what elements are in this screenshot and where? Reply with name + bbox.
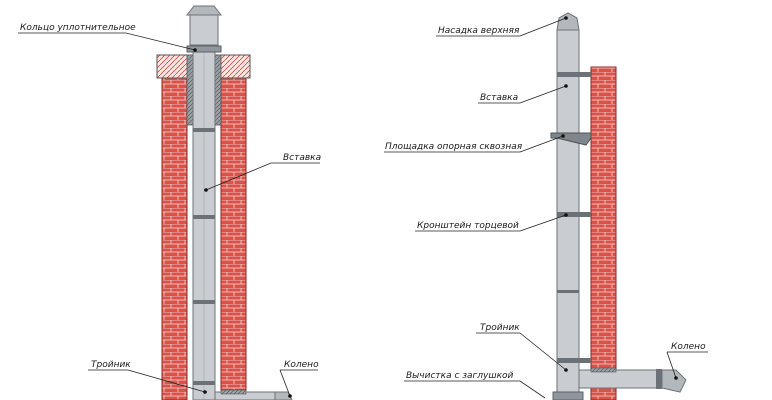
- left-brick-wall-left: [161, 77, 188, 400]
- left-band-4: [193, 381, 215, 385]
- left-label-tee: Тройник: [91, 360, 131, 370]
- right-cleanout: [552, 391, 584, 400]
- right-support-platform: [550, 132, 592, 146]
- left-top-nozzle: [189, 14, 219, 46]
- right-band-1: [557, 72, 591, 77]
- right-band-3: [557, 290, 579, 293]
- right-elbow: [661, 369, 687, 393]
- left-label-sealing-ring: Кольцо уплотнительное: [20, 23, 136, 33]
- right-label-end-bracket: Кронштейн торцевой: [417, 221, 519, 231]
- right-label-platform: Площадка опорная сквозная: [385, 142, 523, 152]
- right-brick-wall: [590, 66, 617, 400]
- right-band-4: [557, 358, 591, 363]
- left-nozzle-cap: [185, 5, 223, 16]
- left-label-elbow: Колено: [284, 360, 319, 370]
- right-label-top-nozzle: Насадка верхняя: [438, 26, 520, 36]
- left-chimney-diagram: Кольцо уплотнительное Вставка Тройник Ко…: [18, 5, 321, 400]
- left-elbow: [274, 391, 293, 400]
- left-band-2: [193, 215, 215, 219]
- right-elbow-joint: [656, 369, 662, 389]
- left-band-3: [193, 300, 215, 304]
- right-label-insert: Вставка: [480, 93, 518, 103]
- right-elbow-pipe: [578, 369, 660, 389]
- right-label-cleanout: Вычистка с заглушкой: [406, 371, 514, 381]
- right-tee-band: [590, 367, 617, 373]
- left-brick-wall-right: [220, 77, 247, 391]
- right-top-nozzle: [556, 12, 580, 31]
- right-label-elbow: Колено: [671, 342, 706, 352]
- left-sealing-ring: [186, 45, 222, 53]
- left-packing-left: [186, 54, 194, 126]
- right-chimney-diagram: Насадка верхняя Вставка Площадка опорная…: [384, 12, 708, 400]
- left-tee-band: [220, 389, 247, 395]
- right-band-2: [557, 212, 591, 217]
- left-packing-right: [214, 54, 222, 126]
- right-label-tee: Тройник: [480, 323, 520, 333]
- left-label-insert: Вставка: [283, 153, 321, 163]
- left-band-1: [193, 128, 215, 132]
